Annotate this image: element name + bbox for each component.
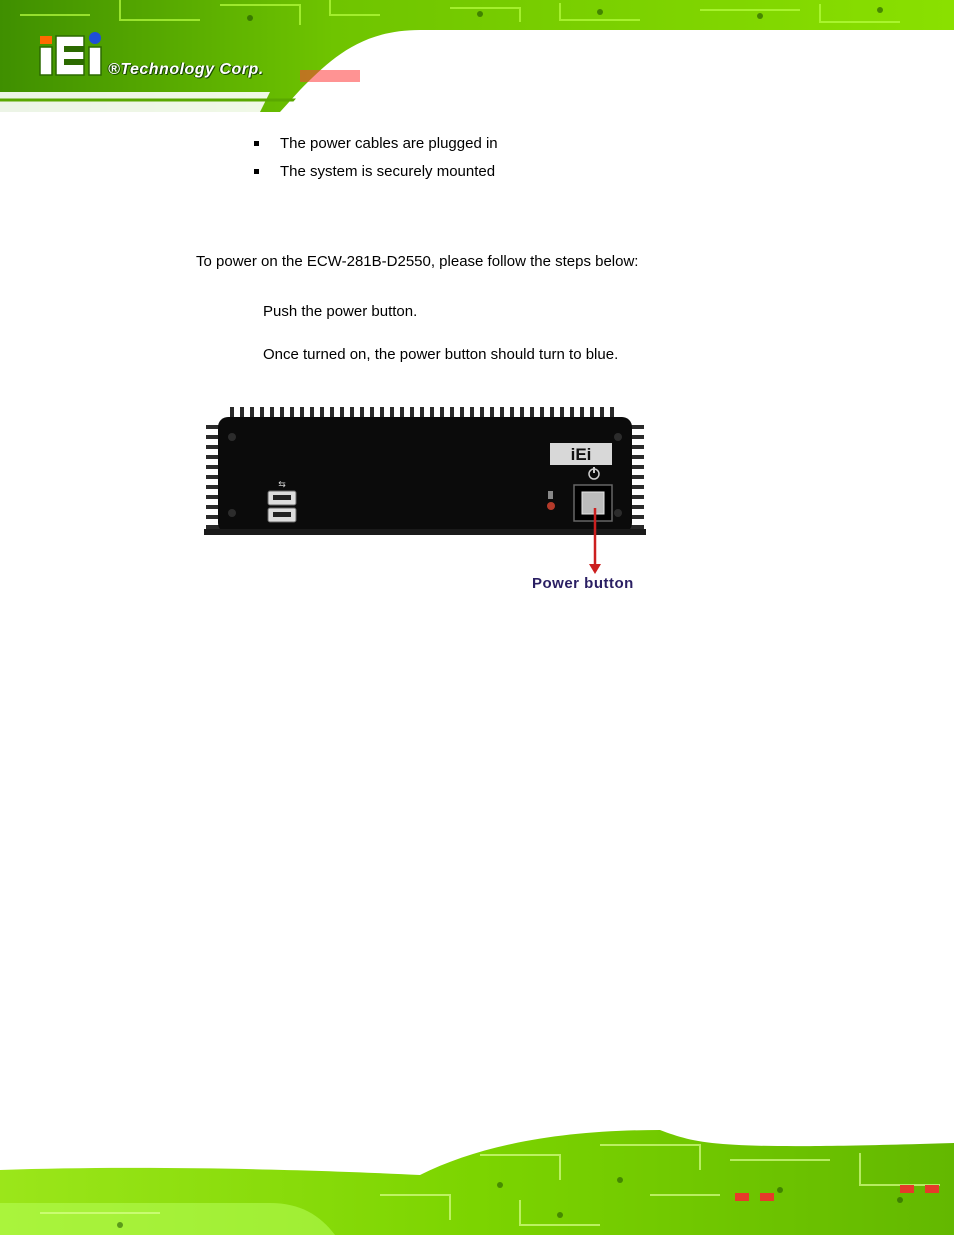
list-item-text: The power cables are plugged in (280, 135, 498, 152)
device-front-panel-figure: ⇆ iEi (204, 407, 646, 535)
device-badge-text: iEi (571, 445, 592, 464)
list-item: The power cables are plugged in (252, 130, 498, 158)
iei-logo-icon (39, 32, 102, 76)
bullet-square-icon (254, 141, 259, 146)
company-logo: ®Technology Corp. (38, 28, 298, 88)
header-pcb-banner (0, 0, 954, 112)
list-item-text: The system is securely mounted (280, 163, 496, 180)
bullet-square-icon (254, 169, 259, 174)
footer-pcb-banner (0, 1125, 954, 1235)
checklist: The power cables are plugged in The syst… (252, 130, 498, 186)
list-item: The system is securely mounted (252, 158, 498, 186)
step-1: Push the power button. (263, 303, 418, 320)
callout-arrow-icon (589, 508, 601, 574)
step-2: Once turned on, the power button should … (263, 346, 619, 363)
power-button-callout: Power button (532, 575, 634, 592)
intro-paragraph: To power on the ECW-281B-D2550, please f… (196, 253, 639, 270)
svg-text:⇆: ⇆ (278, 480, 286, 490)
logo-wordmark: ®Technology Corp. (108, 61, 264, 78)
heatsink-fins (206, 407, 644, 529)
